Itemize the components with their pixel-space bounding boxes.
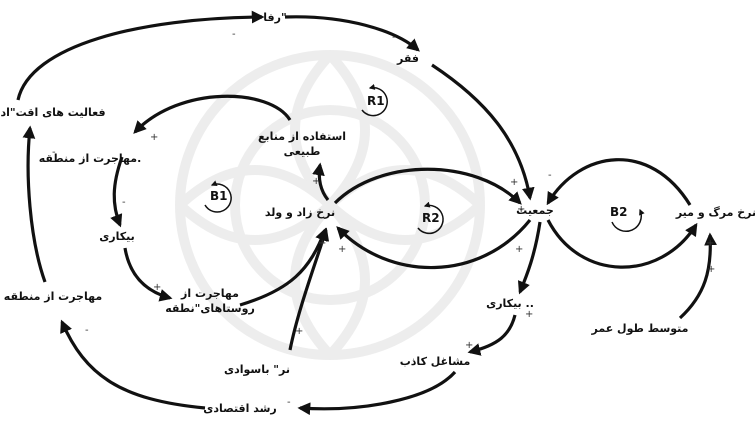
polarity-sign: +: [295, 326, 303, 337]
node-literacy-rate: نر" باسوادی: [224, 363, 290, 376]
edge-population-to-death-rate: [546, 219, 698, 269]
node-migration-from-region: مهاجرت از منطقه: [4, 290, 102, 303]
polarity-sign: +: [517, 204, 525, 215]
node-economic-growth: رشد اقتصادی: [203, 402, 277, 415]
loop-indicator-r1: R1: [361, 83, 388, 117]
loop-label-r2: R2: [422, 211, 440, 225]
loop-indicator-b2: B2: [610, 205, 645, 232]
polarity-sign: -: [52, 147, 56, 158]
loop-label-r1: R1: [367, 94, 385, 108]
polarity-sign: -: [85, 325, 89, 336]
node-life-expectancy: متوسط طول عمر: [591, 322, 689, 335]
edge-economic-growth-to-migration: [60, 319, 206, 410]
node-labels: رفا" فقر جمعیت نرخ مرگ و میر متوسط طول ع…: [0, 11, 755, 415]
polarity-sign: +: [338, 244, 346, 255]
edge-population-to-birth-rate: [336, 218, 532, 270]
edge-false-jobs-to-economic-growth: [297, 370, 457, 416]
edge-welfare-to-poverty: [284, 15, 420, 52]
node-poverty: فقر: [396, 52, 419, 65]
watermark-ornament: [175, 50, 485, 360]
polarity-sign: +: [525, 309, 533, 320]
polarity-sign: +: [515, 244, 523, 255]
polarity-sign: +: [706, 238, 714, 249]
edge-village-migration-to-birth-rate: [239, 227, 328, 307]
polarity-sign: -: [392, 32, 396, 43]
polarity-sign: +: [150, 132, 158, 143]
edge-migration-top-to-unemployment: [110, 156, 124, 228]
polarity-sign: -: [548, 170, 552, 181]
polarity-sign: +: [312, 176, 320, 187]
edge-birth-rate-to-population: [333, 167, 522, 205]
node-migration-from-region-top: مهاجرت از منطقه.: [39, 152, 142, 165]
polarity-signs: - - + - + - + + + + + - + + + + - - + +: [52, 29, 715, 408]
polarity-sign: +: [707, 264, 715, 275]
edge-life-expectancy-to-death-rate: [678, 232, 717, 320]
polarity-sign: +: [465, 340, 473, 351]
edge-migration-to-economic-activity: [22, 125, 47, 283]
edge-poverty-to-population: [431, 63, 535, 201]
node-death-rate: نرخ مرگ و میر: [675, 205, 755, 219]
node-natural-resources-line2: طبیعی: [284, 145, 321, 158]
node-village-migration-line2: روستاهای"نطقه: [165, 302, 255, 315]
edge-unemployment-to-village-migration: [123, 247, 173, 302]
polarity-sign: +: [153, 282, 161, 293]
node-birth-rate: نرخ زاد و ولد: [265, 206, 335, 219]
edge-population-to-unemployment-right: [517, 221, 542, 295]
node-false-jobs: مشاغل کاذب: [400, 355, 471, 368]
polarity-sign: +: [510, 177, 518, 188]
node-unemployment-right: بیکاری ..: [486, 297, 534, 310]
edge-literacy-to-birth-rate: [288, 227, 330, 351]
polarity-sign: +: [318, 238, 326, 249]
edge-birth-rate-to-resources: [312, 162, 330, 201]
polarity-sign: -: [122, 197, 126, 208]
node-village-migration-line1: مهاجرت از: [180, 287, 239, 300]
node-natural-resources-line1: استفاده از منابع: [258, 130, 346, 143]
loop-indicator-r2: R2: [417, 201, 444, 235]
edges: [16, 10, 717, 416]
node-unemployment-left: بیکاری: [99, 230, 135, 243]
loop-label-b1: B1: [210, 189, 228, 203]
edge-death-rate-to-population: [546, 158, 692, 206]
node-economic-activity: فعالیت های اقت"ادی: [0, 106, 106, 119]
edge-resources-to-migration-top: [133, 94, 292, 134]
loop-indicator-b1: B1: [204, 180, 232, 213]
polarity-sign: -: [232, 29, 236, 40]
polarity-sign: -: [287, 397, 291, 408]
edge-unemployment-right-to-false-jobs: [467, 314, 517, 356]
node-welfare: رفا": [263, 11, 286, 24]
edge-economic-activity-to-welfare: [16, 10, 265, 101]
loop-label-b2: B2: [610, 205, 628, 219]
node-population: جمعیت: [516, 204, 554, 217]
